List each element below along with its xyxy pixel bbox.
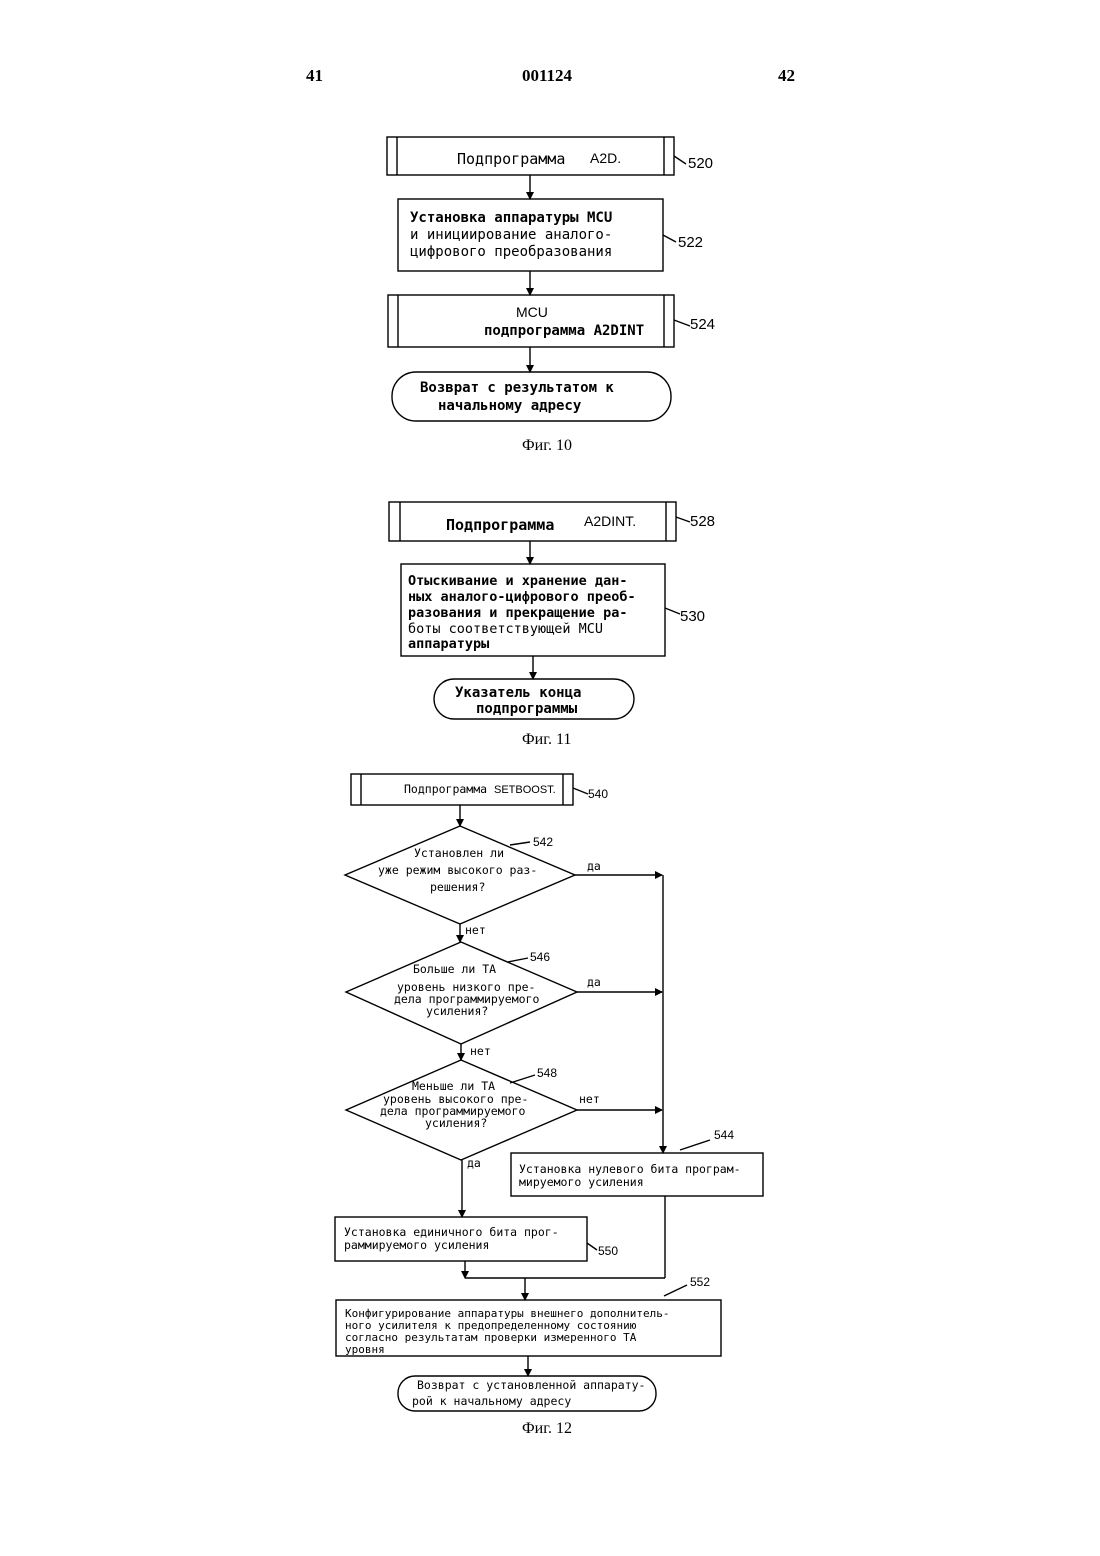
fig10-start-box: Подпрограмма A2D. xyxy=(387,137,674,175)
ref-520: 520 xyxy=(688,155,713,172)
step550-line-1: Установка единичного бита прог- xyxy=(344,1225,559,1239)
fig12-start-box: Подпрограмма SETBOOST. xyxy=(351,774,573,805)
dec542-line-2: уже режим высокого раз- xyxy=(378,863,537,877)
fig11-start-name: A2DINT. xyxy=(584,513,636,529)
dec546-line-4: усиления? xyxy=(426,1004,488,1018)
ref-530: 530 xyxy=(680,608,705,625)
fig10-end-line-2: начальному адресу xyxy=(438,398,582,414)
dec546-yes-label: да xyxy=(587,975,601,989)
fig12-start-name: SETBOOST. xyxy=(494,784,556,796)
ref-546: 546 xyxy=(530,950,550,964)
fig10-step-522: Установка аппаратуры MCU и инициирование… xyxy=(398,199,663,271)
step552-line-3: согласно результатам проверки измеренног… xyxy=(345,1331,637,1344)
ref-542: 542 xyxy=(533,835,553,849)
ref-540: 540 xyxy=(588,787,608,801)
dec548-no-label: нет xyxy=(579,1092,600,1106)
fig12-start-prefix: Подпрограмма xyxy=(404,782,487,796)
fig10-end-terminal: Возврат с результатом к начальному адрес… xyxy=(392,372,671,421)
dec542-no-label: нет xyxy=(465,923,486,937)
ref-544: 544 xyxy=(714,1128,734,1142)
fig12-end-line-1: Возврат с установленной аппарату- xyxy=(417,1378,645,1392)
dec548-line-1: Меньше ли TA xyxy=(412,1079,495,1093)
dec546-line-1: Больше ли TA xyxy=(413,962,496,976)
fig11-start-prefix: Подпрограмма xyxy=(446,516,554,534)
dec542-line-1: Установлен ли xyxy=(414,846,504,860)
step530-line-2: ных аналого-цифрового преоб- xyxy=(408,589,636,605)
step530-line-4: боты соответствующей MCU xyxy=(408,621,603,637)
step-544: Установка нулевого бита програм- мируемо… xyxy=(511,1153,763,1196)
fig10-caption: Фиг. 10 xyxy=(522,437,572,454)
ref-528: 528 xyxy=(690,513,715,530)
step544-line-1: Установка нулевого бита програм- xyxy=(519,1162,741,1176)
ref-550: 550 xyxy=(598,1244,618,1258)
fig11-step-530: Отыскивание и хранение дан- ных аналого-… xyxy=(401,564,665,656)
fig11-end-line-1: Указатель конца xyxy=(455,685,581,701)
dec548-yes-label: да xyxy=(467,1156,481,1170)
step522-line-2: и инициирование аналого- xyxy=(410,227,612,243)
figure-10: Подпрограмма A2D. 520 Установка аппарату… xyxy=(387,137,715,454)
step-550: Установка единичного бита прог- раммируе… xyxy=(335,1217,587,1261)
dec542-yes-label: да xyxy=(587,859,601,873)
step530-line-1: Отыскивание и хранение дан- xyxy=(408,573,627,589)
fig12-end-line-2: рой к начальному адресу xyxy=(412,1394,571,1408)
dec542-line-3: решения? xyxy=(430,880,485,894)
fig10-end-line-1: Возврат с результатом к xyxy=(420,380,614,396)
fig10-step-524: MCU подпрограмма A2DINT xyxy=(388,295,674,347)
step550-line-2: раммируемого усиления xyxy=(344,1238,489,1252)
step552-line-4: уровня xyxy=(345,1343,385,1356)
fig10-start-name: A2D. xyxy=(590,150,621,166)
step-552: Конфигурирование аппаратуры внешнего доп… xyxy=(336,1300,721,1356)
figure-12: Подпрограмма SETBOOST. 540 Установлен ли… xyxy=(335,774,763,1437)
fig11-end-line-2: подпрограммы xyxy=(476,701,578,717)
ref-548: 548 xyxy=(537,1066,557,1080)
figure-11: Подпрограмма A2DINT. 528 Отыскивание и х… xyxy=(389,502,715,748)
step522-line-1: Установка аппаратуры MCU xyxy=(410,210,612,226)
dec546-no-label: нет xyxy=(470,1044,491,1058)
step524-line-1: MCU xyxy=(516,304,548,320)
ref-524: 524 xyxy=(690,316,715,333)
fig10-start-prefix: Подпрограмма xyxy=(457,150,565,168)
fig11-caption: Фиг. 11 xyxy=(522,731,571,748)
fig12-caption: Фиг. 12 xyxy=(522,1420,572,1437)
step530-line-3: разования и прекращение ра- xyxy=(408,605,627,621)
fig11-start-box: Подпрограмма A2DINT. xyxy=(389,502,676,541)
ref-522: 522 xyxy=(678,234,703,251)
step522-line-3: цифрового преобразования xyxy=(410,244,612,260)
dec548-line-4: усиления? xyxy=(425,1116,487,1130)
fig12-end-terminal: Возврат с установленной аппарату- рой к … xyxy=(398,1376,656,1411)
fig11-end-terminal: Указатель конца подпрограммы xyxy=(434,679,634,719)
ref-552: 552 xyxy=(690,1275,710,1289)
step530-line-5: аппаратуры xyxy=(408,636,489,652)
step524-line-2: подпрограмма A2DINT xyxy=(484,323,644,339)
step544-line-2: мируемого усиления xyxy=(519,1175,644,1189)
